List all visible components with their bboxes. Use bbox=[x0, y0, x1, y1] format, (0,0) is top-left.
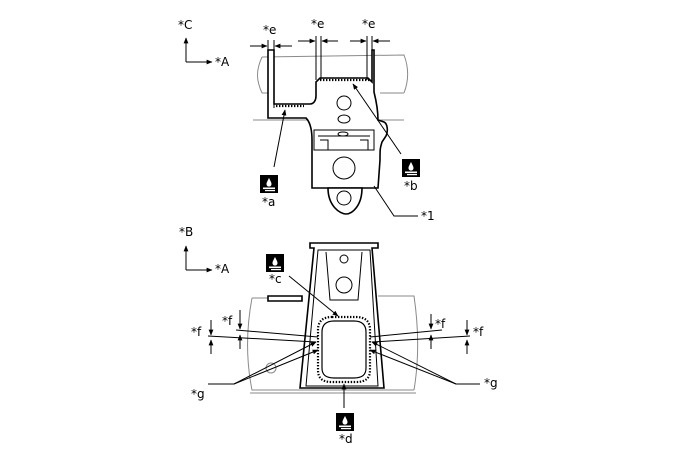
top-view: *C *A bbox=[178, 17, 435, 223]
axis-indicator-top: *C *A bbox=[178, 18, 230, 69]
callout-c: *c bbox=[266, 254, 339, 317]
callout-a: *a bbox=[260, 109, 287, 209]
bottom-view: *B *A *c bbox=[179, 225, 498, 446]
callout-label-g-left: *g bbox=[191, 387, 205, 401]
welding-symbol-icon bbox=[402, 159, 420, 177]
callout-label-1: *1 bbox=[421, 209, 435, 223]
callout-1: *1 bbox=[373, 185, 435, 223]
bracket-part-top bbox=[267, 49, 389, 215]
dim-label-f-right-2: *f bbox=[473, 325, 484, 339]
bracket-part-bottom bbox=[267, 242, 385, 389]
callout-label-c: *c bbox=[269, 272, 282, 286]
callout-g-right: *g bbox=[369, 341, 498, 390]
dim-label-f-left-1: *f bbox=[191, 325, 202, 339]
dim-label-e-1: *e bbox=[263, 23, 276, 37]
axis-label-c: *C bbox=[178, 18, 192, 32]
welding-symbol-icon bbox=[266, 254, 284, 272]
dim-label-e-2: *e bbox=[311, 17, 324, 31]
dimension-f-left: *f *f bbox=[191, 310, 319, 354]
callout-label-a: *a bbox=[262, 195, 275, 209]
callout-label-d: *d bbox=[339, 432, 353, 446]
welding-symbol-icon bbox=[336, 413, 354, 431]
dimension-e-1: *e bbox=[250, 23, 292, 108]
background-member-bottom bbox=[247, 295, 419, 394]
dimension-e-3: *e bbox=[350, 17, 390, 80]
welding-symbol-icon bbox=[260, 175, 278, 193]
dim-label-f-right-1: *f bbox=[435, 317, 446, 331]
callout-d: *d bbox=[336, 383, 354, 446]
callout-g-left: *g bbox=[191, 341, 319, 401]
callout-label-g-right: *g bbox=[484, 376, 498, 390]
axis-indicator-bottom: *B *A bbox=[179, 225, 230, 276]
dim-label-e-3: *e bbox=[362, 17, 375, 31]
axis-label-a-bottom: *A bbox=[215, 262, 230, 276]
axis-label-a-top: *A bbox=[215, 55, 230, 69]
axis-label-b: *B bbox=[179, 225, 193, 239]
dimension-f-right: *f *f bbox=[369, 314, 484, 354]
callout-label-b: *b bbox=[404, 179, 418, 193]
callout-b: *b bbox=[352, 83, 420, 193]
dimension-e-2: *e bbox=[298, 17, 338, 80]
dim-label-f-left-2: *f bbox=[222, 314, 233, 328]
weld-loop-inner bbox=[321, 320, 367, 379]
